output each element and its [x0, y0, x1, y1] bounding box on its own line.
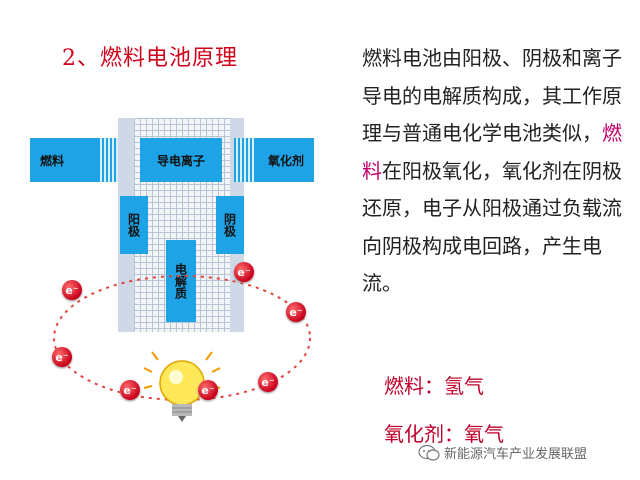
description-text: 燃料电池由阳极、阴极和离子导电的电解质构成，其工作原理与普通电化学电池类似，燃料… — [362, 40, 632, 303]
fact-fuel-value: 氢气 — [444, 374, 484, 398]
slide-title: 2、燃料电池原理 — [62, 46, 238, 71]
description-highlight: 燃料 — [362, 121, 622, 183]
electron-icon: e⁻ — [120, 380, 140, 400]
fact-oxidant: 氧化剂：氧气 — [384, 418, 504, 447]
description-part2: 在阳极氧化，氧化剂在阴极还原，电子从阳极通过负载流向阴极构成电回路，产生电流。 — [362, 158, 622, 296]
oxidant-label: 氧化剂 — [267, 153, 304, 168]
bulb-icon — [143, 351, 221, 422]
electron-icon: e⁻ — [286, 302, 306, 322]
fact-oxidant-label: 氧化剂： — [384, 422, 464, 446]
electron-icon: e⁻ — [62, 280, 82, 300]
fact-fuel-label: 燃料： — [384, 374, 444, 398]
description-part1: 燃料电池由阳极、阴极和离子导电的电解质构成，其工作原理与普通电化学电池类似， — [362, 46, 622, 145]
fact-fuel: 燃料：氢气 — [384, 370, 484, 399]
electrolyte-box: 电解质 — [166, 240, 196, 322]
anode-box: 阳极 — [120, 196, 148, 254]
electron-icon: e⁻ — [198, 380, 218, 400]
fact-oxidant-value: 氧气 — [464, 422, 504, 446]
electron-icon: e⁻ — [258, 372, 278, 392]
electron-icon: e⁻ — [234, 262, 254, 282]
watermark: 新能源汽车产业发展联盟 — [418, 443, 587, 462]
oxidant-flow-stripes — [234, 138, 254, 182]
ion-box: 导电离子 — [140, 138, 222, 182]
electron-icon: e⁻ — [52, 347, 72, 367]
watermark-text: 新能源汽车产业发展联盟 — [444, 447, 588, 462]
fuel-label: 燃料 — [40, 153, 65, 168]
cathode-box: 阴极 — [216, 196, 244, 254]
wechat-icon — [418, 444, 440, 461]
fuel-flow-stripes — [98, 138, 118, 182]
